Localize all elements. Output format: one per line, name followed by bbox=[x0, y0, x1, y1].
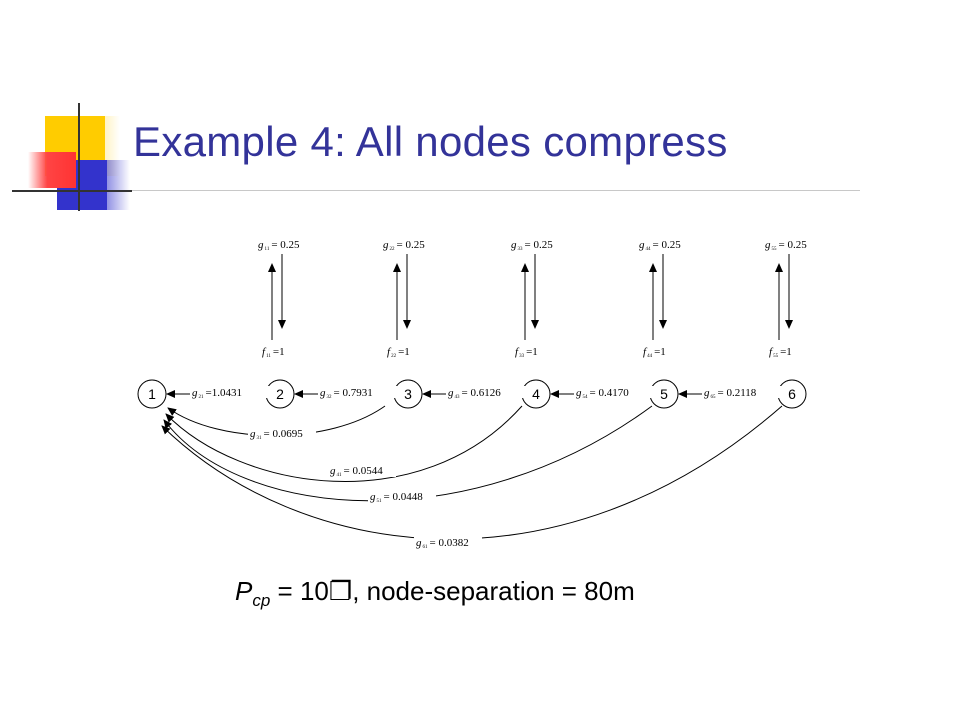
node-label: 6 bbox=[788, 386, 796, 402]
vertical-pair-5: g55= 0.25 f55=1 bbox=[765, 239, 807, 359]
long-link-label-bg bbox=[248, 428, 316, 440]
deco-horizontal-dark bbox=[12, 190, 132, 192]
deco-blue-glow bbox=[100, 160, 130, 210]
caption-p-symbol: P bbox=[235, 576, 253, 606]
link-label-2-1: g21=1.0431 bbox=[192, 387, 242, 400]
caption-glyph: ❐ bbox=[328, 576, 353, 606]
link-label-bg bbox=[574, 386, 656, 398]
link-label-6-5: g65= 0.2118 bbox=[704, 387, 757, 400]
link-label-bg bbox=[190, 386, 272, 398]
long-link-arrow-6-1 bbox=[161, 405, 783, 540]
long-link-label-bg bbox=[414, 537, 482, 549]
node-label: 3 bbox=[404, 386, 412, 402]
top-label-1: g11= 0.25 bbox=[258, 239, 300, 252]
slide-title: Example 4: All nodes compress bbox=[133, 118, 728, 165]
deco-red-square bbox=[28, 152, 76, 188]
long-link-arrow-4-1 bbox=[165, 405, 523, 482]
long-link-label-bg bbox=[328, 465, 396, 477]
bottom-label-1: f11=1 bbox=[262, 346, 285, 359]
bottom-label-3: f33=1 bbox=[515, 346, 538, 359]
link-label-bg bbox=[318, 386, 400, 398]
node-1: 1 bbox=[137, 379, 167, 409]
node-label: 4 bbox=[532, 386, 540, 402]
node-label: 5 bbox=[660, 386, 668, 402]
link-label-4-3: g43= 0.6126 bbox=[448, 387, 501, 400]
long-link-label-5-1: g51= 0.0448 bbox=[370, 491, 423, 504]
link-label-5-4: g54= 0.4170 bbox=[576, 387, 629, 400]
vertical-pair-4: g44= 0.25 f44=1 bbox=[639, 239, 681, 359]
long-link-label-bg bbox=[368, 491, 436, 503]
caption: Pcp = 10❐, node-separation = 80m bbox=[235, 576, 635, 611]
bottom-label-5: f55=1 bbox=[769, 346, 792, 359]
deco-horizontal-line bbox=[12, 190, 860, 191]
vertical-pair-2: g22= 0.25 f22=1 bbox=[383, 239, 425, 359]
long-link-label-3-1: g31= 0.0695 bbox=[250, 428, 303, 441]
top-label-4: g44= 0.25 bbox=[639, 239, 681, 252]
bottom-label-4: f44=1 bbox=[643, 346, 666, 359]
top-label-3: g33= 0.25 bbox=[511, 239, 553, 252]
deco-vertical-line bbox=[78, 103, 80, 211]
top-label-5: g55= 0.25 bbox=[765, 239, 807, 252]
top-label-2: g22= 0.25 bbox=[383, 239, 425, 252]
vertical-pair-1: g11= 0.25 f11=1 bbox=[258, 239, 300, 359]
long-link-label-4-1: g41= 0.0544 bbox=[330, 465, 383, 478]
caption-part1: = 10 bbox=[270, 576, 329, 606]
caption-part2: , node-separation = 80m bbox=[352, 576, 635, 606]
link-label-3-2: g32= 0.7931 bbox=[320, 387, 373, 400]
long-link-label-6-1: g61= 0.0382 bbox=[416, 537, 469, 550]
vertical-pair-3: g33= 0.25 f33=1 bbox=[511, 239, 553, 359]
bottom-label-2: f22=1 bbox=[387, 346, 410, 359]
node-label: 1 bbox=[148, 386, 156, 402]
link-label-bg bbox=[446, 386, 528, 398]
node-label: 2 bbox=[276, 386, 284, 402]
link-label-bg bbox=[702, 386, 784, 398]
long-link-arrow-5-1 bbox=[163, 405, 653, 502]
caption-p-subscript: cp bbox=[252, 591, 271, 610]
